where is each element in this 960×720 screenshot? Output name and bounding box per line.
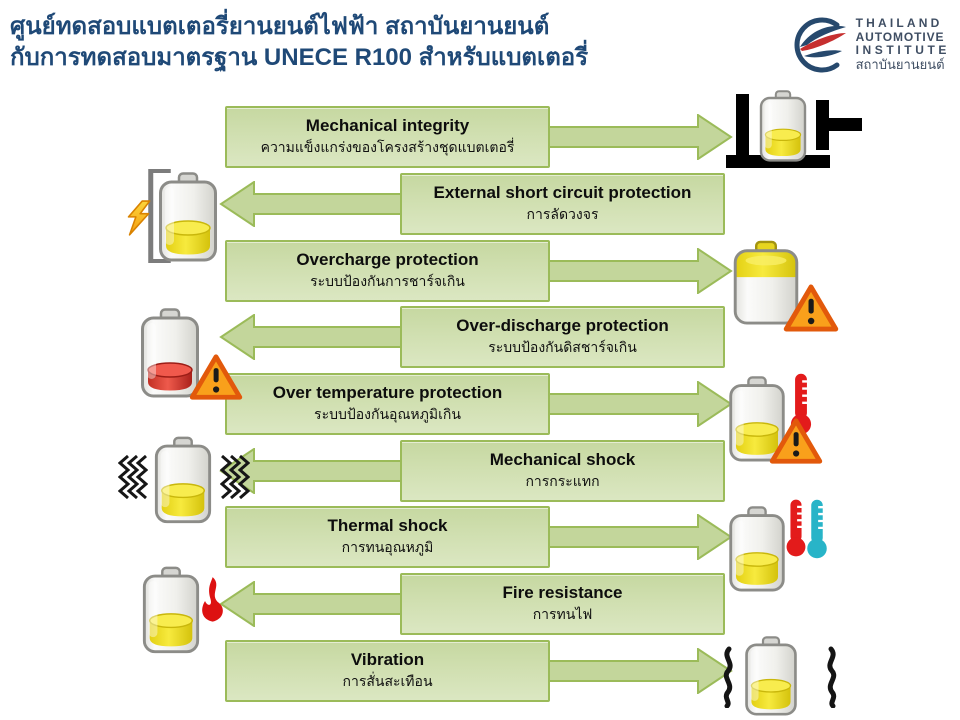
warning-icon (782, 282, 840, 334)
page-title-line1: ศูนย์ทดสอบแบตเตอรี่ยานยนต์ไฟฟ้า สถาบันยา… (10, 13, 550, 40)
flow-arrow-right-icon (548, 248, 733, 294)
battery-icon (156, 172, 220, 262)
battery-icon (140, 566, 202, 654)
shock-lines-icon (118, 454, 148, 500)
battery-short-circuit-icon (124, 168, 244, 266)
thermometer-cold-icon (803, 498, 831, 560)
test-name-thai: การลัดวงจร (526, 205, 599, 222)
flow-arrow-left-icon (219, 448, 404, 494)
test-box: Fire resistance การทนไฟ (400, 573, 725, 635)
battery-overtemperature-warning-icon (726, 372, 848, 472)
battery-discharge-warning-icon (136, 306, 254, 406)
logo-line3: INSTITUTE (855, 42, 950, 57)
battery-icon (726, 506, 788, 592)
test-name: Vibration (350, 649, 425, 669)
battery-crush-press-icon (718, 90, 868, 178)
battery-vibration-icon (718, 634, 852, 720)
test-name: Fire resistance (502, 582, 623, 602)
logo-text: THAILAND AUTOMOTIVE INSTITUTE สถาบันยานย… (855, 16, 950, 73)
press-arm-bar (829, 118, 862, 131)
warning-icon (768, 416, 824, 466)
test-name: Over temperature protection (272, 382, 503, 402)
test-name: Mechanical shock (489, 449, 636, 469)
battery-overcharge-warning-icon (726, 238, 850, 338)
test-box: Mechanical shock การกระแทก (400, 440, 725, 502)
flow-arrow-right-icon (548, 381, 733, 427)
test-name: Over-discharge protection (456, 315, 669, 335)
vibration-line-icon (824, 646, 840, 708)
flow-arrow-left-icon (219, 314, 404, 360)
test-name: Mechanical integrity (305, 115, 470, 135)
test-box: Over temperature protection ระบบป้องกันอ… (225, 373, 550, 435)
test-name-thai: การกระแทก (525, 472, 600, 489)
test-name-thai: ความแข็งแกร่งของโครงสร้างชุดแบตเตอรี่ (260, 138, 515, 155)
battery-icon (742, 636, 800, 716)
shock-lines-icon (220, 454, 250, 500)
battery-icon (754, 90, 812, 162)
logo-swoosh-icon (794, 17, 846, 73)
test-name: External short circuit protection (433, 182, 692, 202)
page-title-line2: กับการทดสอบมาตรฐาน UNECE R100 สำหรับแบตเ… (10, 43, 589, 71)
test-name-thai: การทนอุณหภูมิ (341, 538, 434, 555)
lightning-icon (124, 200, 152, 238)
test-name: Thermal shock (327, 515, 448, 535)
flow-arrow-right-icon (548, 648, 733, 694)
thailand-automotive-institute-logo: THAILAND AUTOMOTIVE INSTITUTE สถาบันยานย… (787, 16, 950, 74)
test-box: Over-discharge protection ระบบป้องกันดิส… (400, 306, 725, 368)
flame-icon (198, 576, 236, 626)
test-box: Vibration การสั่นสะเทือน (225, 640, 550, 702)
page-title: ศูนย์ทดสอบแบตเตอรี่ยานยนต์ไฟฟ้า สถาบันยา… (10, 12, 588, 73)
press-left-bar (736, 94, 749, 167)
test-box: External short circuit protection การลัด… (400, 173, 725, 235)
flow-arrow-left-icon (219, 181, 404, 227)
flow-arrow-right-icon (548, 114, 733, 160)
press-right-bar (816, 100, 829, 150)
flow-arrow-right-icon (548, 514, 733, 560)
logo-line1: THAILAND (855, 16, 943, 31)
test-box: Thermal shock การทนอุณหภูมิ (225, 506, 550, 568)
test-name: Overcharge protection (296, 249, 479, 269)
battery-mechanical-shock-icon (118, 436, 254, 530)
logo-thai: สถาบันยานยนต์ (855, 57, 945, 73)
logo-line2: AUTOMOTIVE (855, 29, 945, 44)
test-name-thai: ระบบป้องกันอุณหภูมิเกิน (314, 405, 461, 422)
test-box: Overcharge protection ระบบป้องกันการชาร์… (225, 240, 550, 302)
battery-icon (152, 436, 214, 524)
battery-fire-icon (138, 564, 256, 660)
test-name-thai: การทนไฟ (532, 605, 593, 622)
vibration-line-icon (720, 646, 736, 708)
warning-icon (188, 352, 244, 402)
test-box: Mechanical integrity ความแข็งแกร่งของโคร… (225, 106, 550, 168)
flow-arrow-left-icon (219, 581, 404, 627)
test-name-thai: การสั่นสะเทือน (342, 672, 433, 689)
battery-thermal-shock-icon (726, 498, 856, 596)
test-name-thai: ระบบป้องกันดิสชาร์จเกิน (488, 338, 637, 355)
test-name-thai: ระบบป้องกันการชาร์จเกิน (310, 272, 465, 289)
